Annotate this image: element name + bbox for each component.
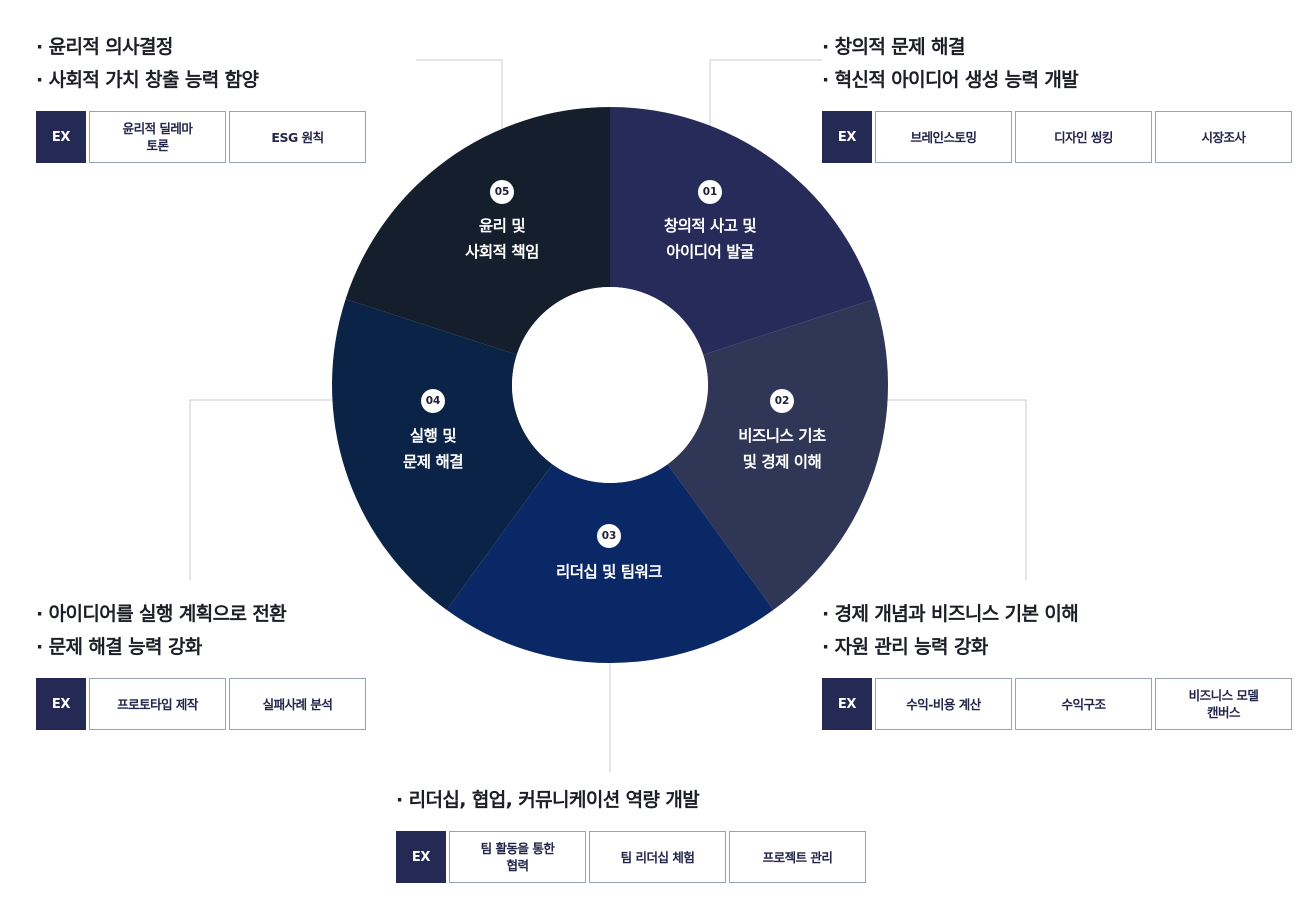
callout-02-bullet: · 경제 개념과 비즈니스 기본 이해 bbox=[822, 603, 1079, 625]
callout-01-examples: EX 브레인스토밍 디자인 씽킹 시장조사 bbox=[822, 111, 1292, 163]
callout-04: · 아이디어를 실행 계획으로 전환 · 문제 해결 능력 강화 EX 프로토타… bbox=[36, 598, 366, 730]
example-box: 윤리적 딜레마 토론 bbox=[89, 111, 226, 163]
segment-number-03: 03 bbox=[597, 524, 621, 548]
example-box: 수익-비용 계산 bbox=[875, 678, 1012, 730]
callout-04-bullet: · 아이디어를 실행 계획으로 전환 bbox=[36, 603, 287, 625]
example-box: 디자인 씽킹 bbox=[1015, 111, 1152, 163]
segment-number-02: 02 bbox=[770, 389, 794, 413]
example-box: 브레인스토밍 bbox=[875, 111, 1012, 163]
callout-05-examples: EX 윤리적 딜레마 토론 ESG 원칙 bbox=[36, 111, 366, 163]
callout-01-bullet: · 혁신적 아이디어 생성 능력 개발 bbox=[822, 69, 1079, 91]
segment-number-05: 05 bbox=[490, 180, 514, 204]
callout-03-bullet: · 리더십, 협업, 커뮤니케이션 역량 개발 bbox=[396, 789, 700, 811]
ex-badge: EX bbox=[822, 111, 872, 163]
ex-badge: EX bbox=[396, 831, 446, 883]
example-box: 비즈니스 모델 캔버스 bbox=[1155, 678, 1292, 730]
callout-01: · 창의적 문제 해결 · 혁신적 아이디어 생성 능력 개발 EX 브레인스토… bbox=[822, 31, 1292, 163]
donut-hole bbox=[512, 287, 708, 483]
callout-03: · 리더십, 협업, 커뮤니케이션 역량 개발 EX 팀 활동을 통한 협력 팀… bbox=[396, 784, 866, 883]
example-box: 프로젝트 관리 bbox=[729, 831, 866, 883]
callout-05-bullet: · 사회적 가치 창출 능력 함양 bbox=[36, 69, 259, 91]
callout-04-bullet: · 문제 해결 능력 강화 bbox=[36, 636, 202, 658]
callout-03-examples: EX 팀 활동을 통한 협력 팀 리더십 체험 프로젝트 관리 bbox=[396, 831, 866, 883]
segment-label-03: 리더십 및 팀워크 bbox=[555, 563, 663, 581]
example-box: 수익구조 bbox=[1015, 678, 1152, 730]
example-box: 팀 활동을 통한 협력 bbox=[449, 831, 586, 883]
donut-segment-03 bbox=[446, 464, 774, 664]
donut-segment-01 bbox=[610, 107, 875, 355]
donut-segment-04 bbox=[332, 299, 553, 610]
segment-label-04: 실행 및 문제 해결 bbox=[403, 427, 463, 471]
donut-segment-02 bbox=[667, 299, 888, 610]
segment-label-01: 창의적 사고 및 아이디어 발굴 bbox=[663, 217, 757, 261]
callout-01-bullet: · 창의적 문제 해결 bbox=[822, 36, 965, 58]
ex-badge: EX bbox=[36, 111, 86, 163]
callout-05-bullet: · 윤리적 의사결정 bbox=[36, 36, 173, 58]
example-box: 팀 리더십 체험 bbox=[589, 831, 726, 883]
callout-02: · 경제 개념과 비즈니스 기본 이해 · 자원 관리 능력 강화 EX 수익-… bbox=[822, 598, 1292, 730]
example-box: ESG 원칙 bbox=[229, 111, 366, 163]
segment-number-04: 04 bbox=[421, 389, 445, 413]
segment-label-02: 비즈니스 기초 및 경제 이해 bbox=[738, 427, 826, 471]
callout-04-examples: EX 프로토타입 제작 실패사례 분석 bbox=[36, 678, 366, 730]
ex-badge: EX bbox=[822, 678, 872, 730]
callout-02-bullet: · 자원 관리 능력 강화 bbox=[822, 636, 988, 658]
donut-segments bbox=[332, 107, 888, 664]
callout-02-examples: EX 수익-비용 계산 수익구조 비즈니스 모델 캔버스 bbox=[822, 678, 1292, 730]
segment-label-05: 윤리 및 사회적 책임 bbox=[465, 217, 539, 261]
example-box: 실패사례 분석 bbox=[229, 678, 366, 730]
callout-05: · 윤리적 의사결정 · 사회적 가치 창출 능력 함양 EX 윤리적 딜레마 … bbox=[36, 31, 366, 163]
donut-segment-05 bbox=[345, 107, 610, 355]
ex-badge: EX bbox=[36, 678, 86, 730]
example-box: 프로토타입 제작 bbox=[89, 678, 226, 730]
example-box: 시장조사 bbox=[1155, 111, 1292, 163]
segment-number-01: 01 bbox=[698, 180, 722, 204]
